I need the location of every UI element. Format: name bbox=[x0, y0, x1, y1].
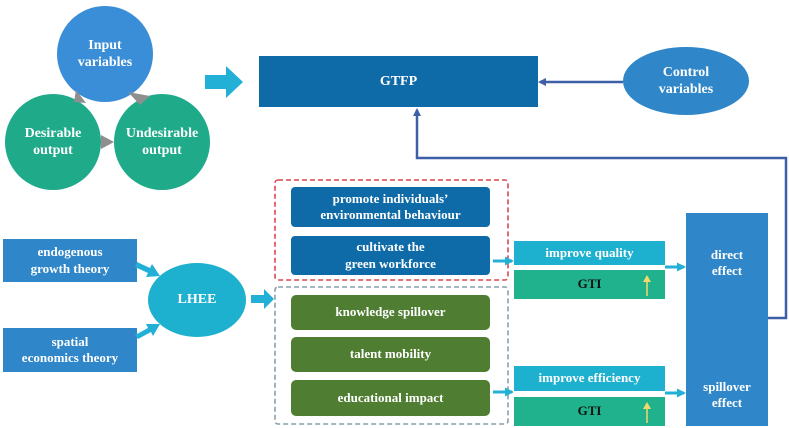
direct-effect-label: direct effect bbox=[710, 246, 744, 278]
control-variables-ellipse bbox=[623, 47, 749, 115]
lhee-label: LHEE bbox=[177, 292, 217, 308]
spillover-mechanisms-group bbox=[274, 286, 509, 425]
cycle-arrow-desirable-input bbox=[74, 90, 86, 103]
mechanism-label: educational impact bbox=[337, 389, 444, 405]
lhee-ellipse bbox=[148, 263, 246, 337]
gti-quality-label: GTI bbox=[577, 276, 602, 292]
endogenous-theory-box bbox=[3, 239, 137, 282]
undesirable-output-label: Undesirable output bbox=[125, 125, 199, 159]
up-arrow-icon bbox=[643, 275, 651, 296]
undesirable-output-circle bbox=[114, 94, 210, 190]
effects-to-gtfp-line bbox=[413, 108, 788, 320]
mechanism-box bbox=[291, 337, 490, 372]
desirable-output-circle bbox=[5, 94, 101, 190]
mechanism-box bbox=[291, 187, 490, 227]
cycle-arrow-undesirable-desirable bbox=[101, 135, 114, 149]
spatial-to-lhee-arrow bbox=[135, 324, 160, 339]
lhee-to-mechanisms-arrow bbox=[251, 289, 274, 309]
input-variables-circle bbox=[57, 6, 153, 102]
up-arrow-icon bbox=[643, 402, 651, 423]
direct-mechanisms-group bbox=[274, 179, 509, 281]
big-arrow-to-gtfp bbox=[205, 66, 243, 98]
mechanism-label: knowledge spillover bbox=[335, 304, 446, 320]
gti-quality-box bbox=[514, 270, 665, 299]
cycle-arrow-input-undesirable bbox=[128, 92, 150, 105]
gtfp-label: GTFP bbox=[379, 73, 418, 89]
endogenous-theory-label: endogenous growth theory bbox=[30, 244, 110, 276]
effects-column bbox=[686, 213, 768, 426]
gti-efficiency-box bbox=[514, 397, 665, 426]
gtfp-box bbox=[259, 56, 538, 107]
spatial-theory-box bbox=[3, 328, 137, 372]
mechanism-box bbox=[291, 380, 490, 416]
mechanism-label: cultivate the green workforce bbox=[345, 239, 436, 271]
endogenous-to-lhee-arrow bbox=[135, 262, 160, 277]
spillover-effect-label: spillover effect bbox=[703, 378, 751, 410]
mechanism-box bbox=[291, 295, 490, 330]
gti-efficiency-label: GTI bbox=[577, 403, 602, 419]
mechanism-label: talent mobility bbox=[349, 346, 432, 362]
mechanism-box bbox=[291, 236, 490, 275]
spatial-theory-label: spatial economics theory bbox=[21, 333, 119, 365]
mechanism-label: promote individuals’ environmental behav… bbox=[320, 190, 461, 222]
improve-efficiency-box bbox=[514, 366, 665, 391]
input-variables-label: Input variables bbox=[77, 37, 133, 71]
improve-quality-box bbox=[514, 241, 665, 265]
control-variables-label: Control variables bbox=[658, 64, 714, 98]
improve-efficiency-label: improve efficiency bbox=[538, 370, 641, 386]
improve-quality-label: improve quality bbox=[545, 244, 634, 260]
desirable-output-label: Desirable output bbox=[24, 125, 82, 159]
